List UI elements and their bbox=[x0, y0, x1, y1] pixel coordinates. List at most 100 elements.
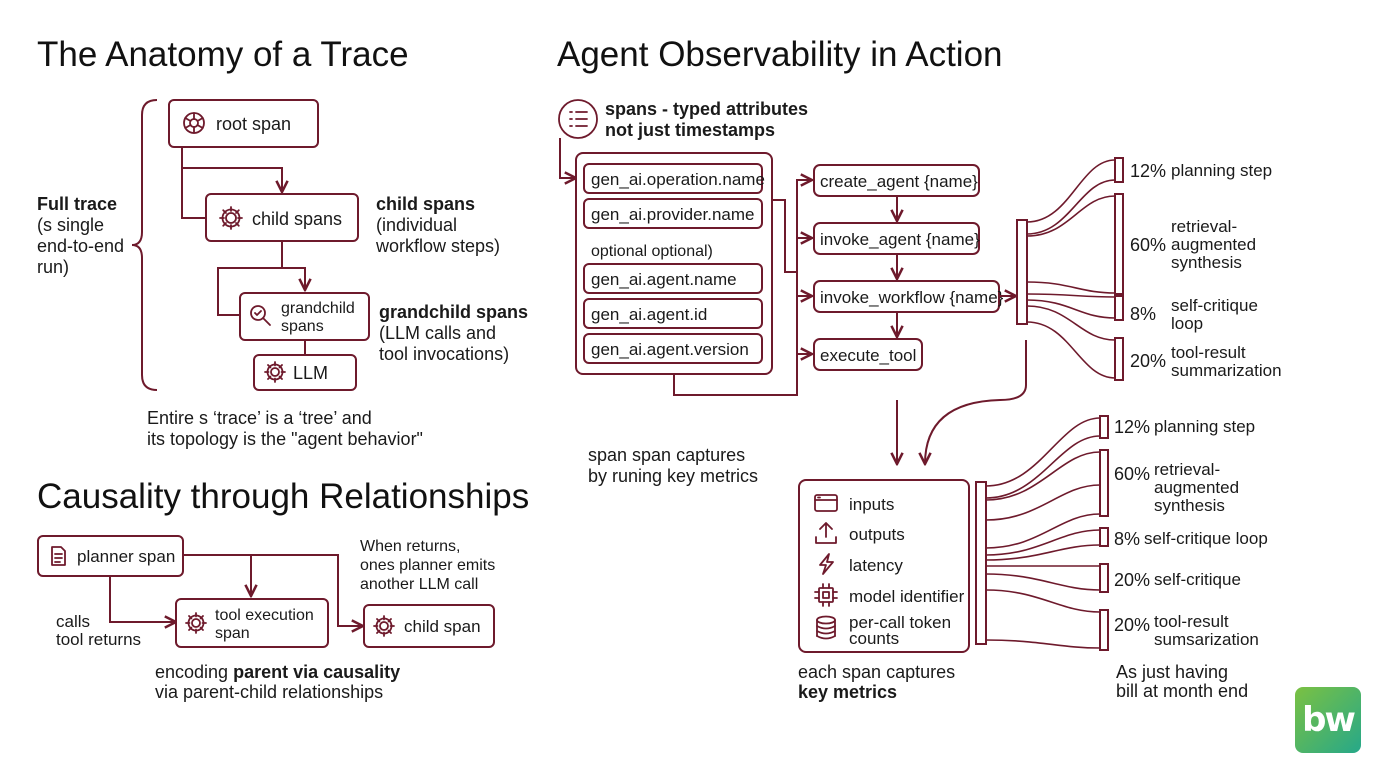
bill-caption: As just having bbox=[1116, 662, 1228, 682]
causality-caption: encoding parent via causality bbox=[155, 662, 400, 682]
metric-label: inputs bbox=[849, 495, 894, 514]
grandchild-spans-title: grandchild spans bbox=[379, 302, 528, 322]
full-trace-line: run) bbox=[37, 257, 69, 277]
optional-label: optional optional) bbox=[591, 243, 713, 260]
breakdown-pct: 20% bbox=[1114, 570, 1150, 590]
causality-caption: via parent-child relationships bbox=[155, 682, 383, 702]
breakdown-to-metrics-arrow bbox=[925, 340, 1027, 464]
flow-end-bar bbox=[1099, 563, 1109, 593]
tool-execution-span-node: tool execution span bbox=[175, 598, 329, 648]
breakdown-label: sumsarization bbox=[1154, 630, 1259, 649]
full-trace-line: end-to-end bbox=[37, 236, 124, 256]
list-icon bbox=[558, 99, 598, 139]
attributes-connector bbox=[772, 199, 797, 273]
metric-label: outputs bbox=[849, 525, 905, 544]
attribute-label: gen_ai.provider.name bbox=[591, 205, 755, 224]
breakdown-pct: 8% bbox=[1114, 529, 1140, 549]
root-branch-line bbox=[181, 168, 206, 219]
flow-end-bar bbox=[1099, 415, 1109, 439]
operation-label: create_agent {name} bbox=[820, 172, 978, 191]
upload-icon bbox=[815, 522, 837, 544]
root-span-node: root span bbox=[168, 99, 319, 148]
grandchild-spans-label: grandchild bbox=[281, 300, 355, 317]
flow-end-bar bbox=[1114, 193, 1124, 295]
breakdown-label: summarization bbox=[1171, 361, 1282, 380]
child-spans-title: child spans bbox=[376, 194, 475, 214]
observability-title: Agent Observability in Action bbox=[557, 35, 1003, 74]
attribute-item: gen_ai.agent.id bbox=[583, 298, 763, 329]
attribute-label: gen_ai.operation.name bbox=[591, 170, 765, 189]
flow-end-bar bbox=[1099, 609, 1109, 651]
metric-item: outputs bbox=[815, 522, 905, 544]
child-spans-desc: workflow steps) bbox=[375, 236, 500, 256]
gear-icon bbox=[185, 612, 207, 634]
operation-label: execute_tool bbox=[820, 346, 916, 365]
span-caption: by runing key metrics bbox=[588, 466, 758, 486]
child-span-node: child span bbox=[363, 604, 495, 648]
attribute-label: gen_ai.agent.id bbox=[591, 305, 707, 324]
causality-title: Causality through Relationships bbox=[37, 477, 529, 516]
breakdown-top-flows bbox=[1026, 159, 1116, 379]
document-icon bbox=[51, 546, 66, 566]
breakdown-pct: 12% bbox=[1114, 417, 1150, 437]
brand-logo: bw bbox=[1295, 687, 1361, 753]
breakdown-label: self-critique bbox=[1154, 570, 1241, 589]
full-trace-line: (s single bbox=[37, 215, 104, 235]
breakdown-label: planning step bbox=[1171, 161, 1272, 180]
child-spans-node: child spans bbox=[205, 193, 359, 242]
flow-end-bar bbox=[1099, 527, 1109, 547]
calls-arrow bbox=[109, 576, 176, 622]
root-to-child-arrow bbox=[181, 147, 282, 192]
attribute-item: gen_ai.agent.name bbox=[583, 263, 763, 294]
anatomy-caption: Entire s ‘trace’ is a ‘tree’ and bbox=[147, 408, 372, 428]
tool-execution-label: span bbox=[215, 625, 250, 642]
bill-caption: bill at month end bbox=[1116, 681, 1248, 701]
metric-item: model identifier bbox=[814, 583, 965, 607]
operation-label: invoke_agent {name} bbox=[820, 230, 980, 249]
breakdown-label: tool-result bbox=[1154, 612, 1229, 631]
gear-icon bbox=[264, 361, 286, 383]
child-spans-label: child spans bbox=[252, 209, 342, 229]
when-returns-note: ones planner emits bbox=[360, 557, 495, 574]
breakdown-pct: 20% bbox=[1114, 615, 1150, 635]
root-span-label: root span bbox=[216, 114, 291, 134]
breakdown-label: self-critique loop bbox=[1144, 529, 1268, 548]
span-caption: span span captures bbox=[588, 445, 745, 465]
gear-icon bbox=[373, 615, 395, 637]
llm-node: LLM bbox=[253, 354, 357, 391]
flow-end-bar bbox=[1114, 295, 1124, 321]
metric-item: inputs bbox=[814, 494, 894, 514]
breakdown-label: augmented bbox=[1171, 235, 1256, 254]
breakdown-bottom-bar bbox=[975, 481, 987, 645]
flow-end-bar bbox=[1114, 157, 1124, 183]
attribute-item: gen_ai.provider.name bbox=[583, 198, 763, 229]
breakdown-label: tool-result bbox=[1171, 343, 1246, 362]
planner-to-child-arrow bbox=[251, 554, 363, 626]
metric-item: latency bbox=[819, 553, 903, 575]
breakdown-pct: 60% bbox=[1114, 464, 1150, 484]
breakdown-pct: 60% bbox=[1130, 235, 1166, 255]
breakdown-label: retrieval- bbox=[1171, 217, 1237, 236]
attribute-item: gen_ai.operation.name bbox=[583, 163, 765, 194]
breakdown-label: retrieval- bbox=[1154, 460, 1220, 479]
flow-end-bar bbox=[1099, 449, 1109, 517]
spans-header: spans - typed attributes bbox=[605, 99, 808, 119]
when-returns-note: another LLM call bbox=[360, 576, 478, 593]
full-trace-title: Full trace bbox=[37, 194, 117, 214]
metric-label: counts bbox=[849, 629, 899, 648]
child-branch-line bbox=[217, 267, 282, 316]
logo-text: bw bbox=[1302, 700, 1356, 740]
flow-end-bar bbox=[1114, 337, 1124, 381]
openai-icon bbox=[183, 112, 205, 134]
grandchild-spans-label: spans bbox=[281, 318, 324, 335]
metrics-panel bbox=[798, 479, 970, 653]
breakdown-pct: 12% bbox=[1130, 161, 1166, 181]
child-to-grandchild-arrow bbox=[281, 241, 305, 290]
browser-window-icon bbox=[814, 494, 838, 512]
breakdown-pct: 20% bbox=[1130, 351, 1166, 371]
tool-execution-label: tool execution bbox=[215, 607, 314, 624]
metrics-caption: key metrics bbox=[798, 682, 897, 702]
breakdown-label: augmented bbox=[1154, 478, 1239, 497]
attribute-label: gen_ai.agent.version bbox=[591, 340, 749, 359]
